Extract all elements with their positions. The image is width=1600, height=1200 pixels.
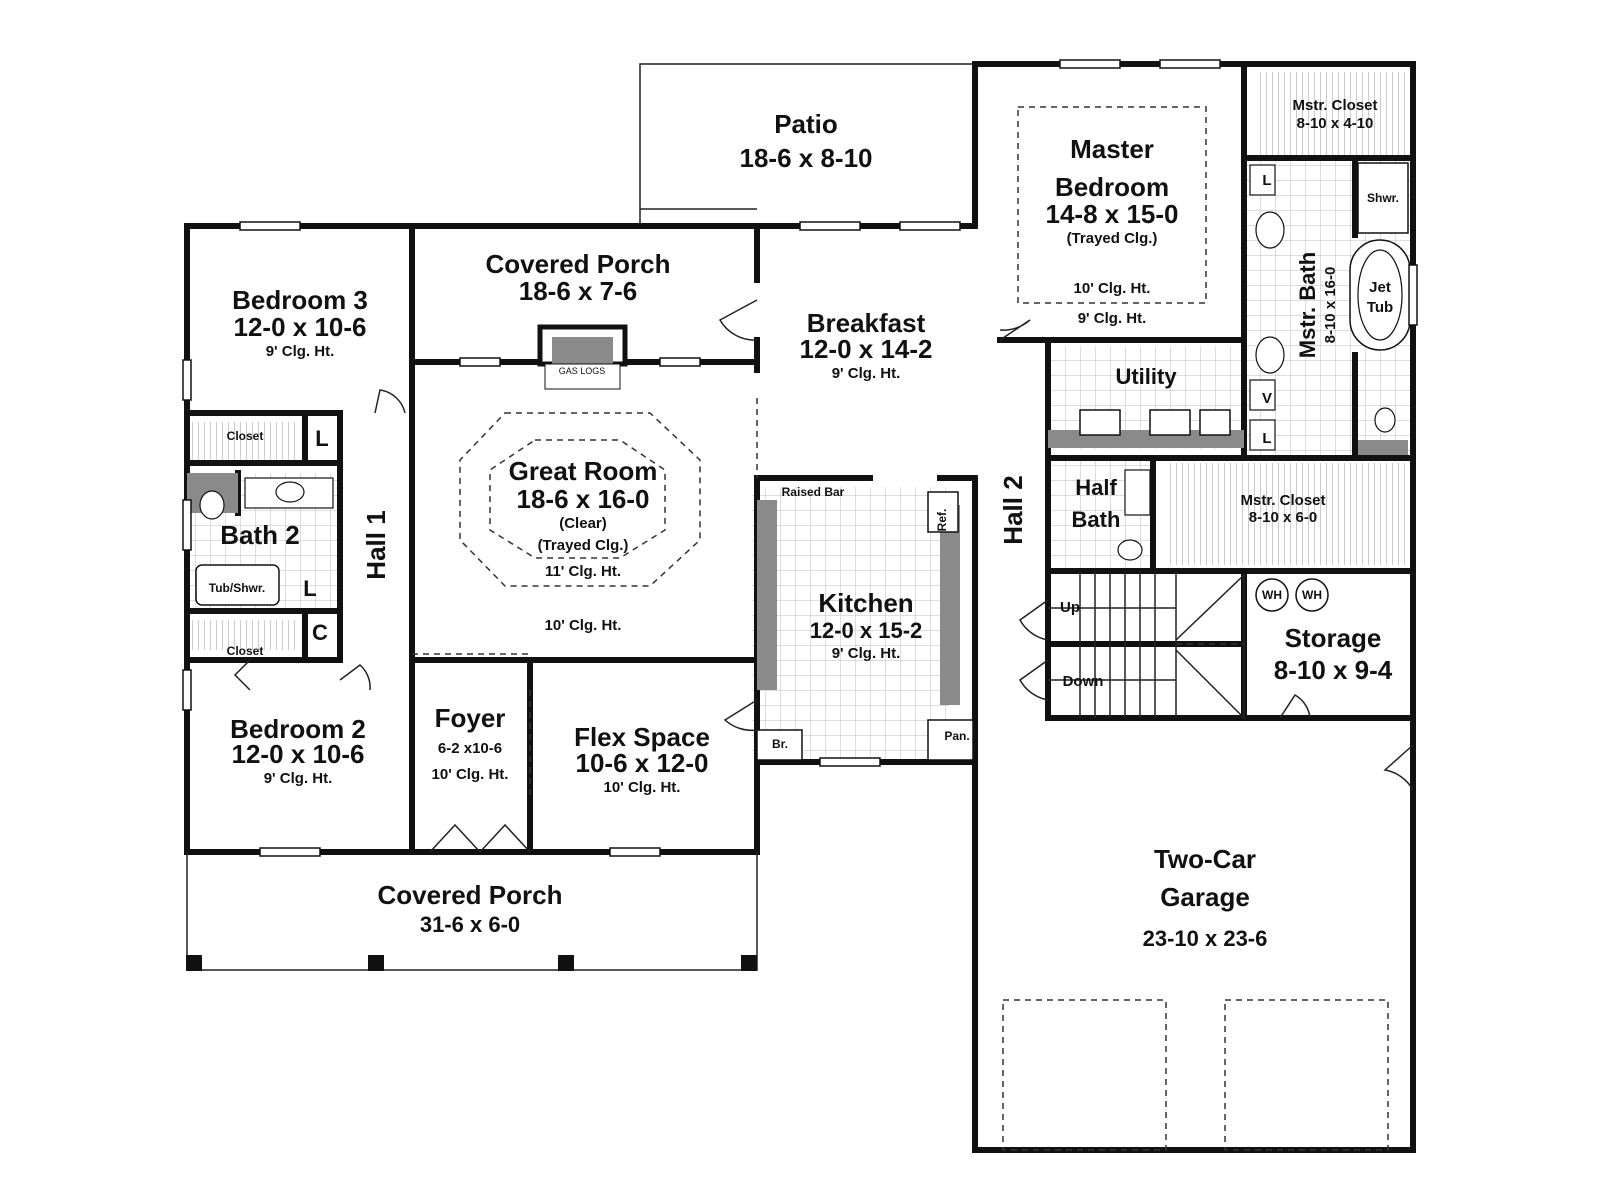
bedroom2-name: Bedroom 2: [230, 714, 366, 744]
master-bath-vanity: V: [1262, 390, 1272, 407]
half-bath-line1: Half: [1075, 475, 1117, 500]
utility-appliances: [1048, 409, 1244, 448]
water-heaters: [1255, 578, 1329, 612]
garage-doors: [1002, 999, 1389, 1151]
water-heater-2-label: WH: [1302, 588, 1322, 602]
master-bath-name: Mstr. Bath: [1295, 252, 1320, 358]
great-room-tray-ceiling: 11' Clg. Ht.: [545, 563, 621, 580]
patio-size: 18-6 x 8-10: [740, 143, 873, 173]
jet-tub-line1: Jet: [1369, 279, 1391, 296]
garage-size: 23-10 x 23-6: [1143, 926, 1268, 951]
master-bedroom-size: 14-8 x 15-0: [1046, 199, 1179, 229]
master-bedroom-name-2: Bedroom: [1055, 172, 1169, 202]
master-bath-fixtures: [1249, 162, 1411, 455]
closet-upper-label: Closet: [227, 429, 264, 443]
refrigerator-label: Ref.: [935, 509, 949, 532]
master-bedroom-trayed: (Trayed Clg.): [1067, 230, 1158, 247]
master-closet-mid-size: 8-10 x 6-0: [1249, 509, 1317, 526]
water-heater-1-label: WH: [1262, 588, 1282, 602]
kitchen-floor: [752, 487, 949, 759]
kitchen-counters: [756, 491, 974, 761]
stairs-down-label: Down: [1063, 673, 1104, 690]
foyer-name: Foyer: [435, 703, 506, 733]
great-room-tray-inner: [489, 439, 666, 559]
pantry-label: Pan.: [944, 729, 969, 743]
breakfast-size: 12-0 x 14-2: [800, 334, 933, 364]
breakfast-name: Breakfast: [807, 308, 926, 338]
broom-closet-label: Br.: [772, 737, 788, 751]
great-room-size: 18-6 x 16-0: [517, 484, 650, 514]
linen-upper-label: L: [315, 426, 328, 451]
foyer-size: 6-2 x10-6: [438, 740, 502, 757]
bedroom3-size: 12-0 x 10-6: [234, 312, 367, 342]
closet-lower-shelving: [190, 620, 300, 650]
closet-upper-shelving: [190, 422, 300, 462]
half-bath-line2: Bath: [1072, 507, 1121, 532]
storage-name: Storage: [1285, 623, 1382, 653]
front-porch-size: 31-6 x 6-0: [420, 912, 520, 937]
master-bedroom-tray-ceiling: 10' Clg. Ht.: [1074, 280, 1151, 297]
bedroom3-name: Bedroom 3: [232, 285, 368, 315]
great-room-trayed: (Trayed Clg.): [538, 537, 629, 554]
master-bath-linen-top: L: [1262, 172, 1271, 189]
foyer-ceiling: 10' Clg. Ht.: [432, 766, 509, 783]
hall2-label: Hall 2: [998, 475, 1028, 544]
stairs: [1048, 571, 1245, 720]
kitchen-ceiling: 9' Clg. Ht.: [832, 645, 901, 662]
great-room-ceiling: 10' Clg. Ht.: [545, 617, 622, 634]
patio-name: Patio: [774, 109, 838, 139]
linen-lower-label: L: [303, 576, 316, 601]
fireplace: GAS LOGS: [537, 324, 628, 390]
bedroom2-ceiling: 9' Clg. Ht.: [264, 770, 333, 787]
great-room-name: Great Room: [509, 456, 658, 486]
hall1-label: Hall 1: [361, 510, 391, 579]
utility-label: Utility: [1115, 364, 1177, 389]
rear-porch-size: 18-6 x 7-6: [519, 276, 638, 306]
master-bedroom-name-1: Master: [1070, 134, 1154, 164]
garage-name-2: Garage: [1160, 882, 1250, 912]
kitchen-size: 12-0 x 15-2: [810, 618, 923, 643]
flex-space-name: Flex Space: [574, 722, 710, 752]
gas-logs-label: GAS LOGS: [559, 366, 606, 376]
flex-space-ceiling: 10' Clg. Ht.: [604, 779, 681, 796]
bath2-name: Bath 2: [220, 520, 299, 550]
great-room-tray: [459, 412, 701, 587]
master-closet-mid-name: Mstr. Closet: [1240, 492, 1325, 509]
front-porch-name: Covered Porch: [378, 880, 563, 910]
bedroom2-size: 12-0 x 10-6: [232, 739, 365, 769]
master-closet-top-shelving: [1257, 72, 1412, 158]
bedroom3-ceiling: 9' Clg. Ht.: [266, 343, 335, 360]
master-bath-linen-bottom: L: [1262, 430, 1271, 447]
garage-name-1: Two-Car: [1154, 844, 1256, 874]
shower-label: Shwr.: [1367, 191, 1399, 205]
master-closet-top-size: 8-10 x 4-10: [1297, 115, 1374, 132]
master-closet-top-name: Mstr. Closet: [1292, 97, 1377, 114]
storage-size: 8-10 x 9-4: [1274, 655, 1393, 685]
coat-closet-label: C: [312, 620, 328, 645]
master-tray: [1017, 106, 1207, 304]
master-bath-size: 8-10 x 16-0: [1322, 267, 1339, 344]
patio-outline: [639, 63, 975, 228]
rear-porch-name: Covered Porch: [486, 249, 671, 279]
door-swings: [233, 299, 1414, 853]
kitchen-name: Kitchen: [818, 588, 913, 618]
great-room-clear: (Clear): [559, 515, 607, 532]
master-bedroom-ceiling: 9' Clg. Ht.: [1078, 310, 1147, 327]
stairs-up-label: Up: [1060, 599, 1080, 616]
closet-lower-label: Closet: [227, 644, 264, 658]
breakfast-ceiling: 9' Clg. Ht.: [832, 365, 901, 382]
master-closet-mid-shelving: [1165, 463, 1412, 565]
windows: [182, 59, 1418, 857]
half-bath-fixtures: [1117, 469, 1151, 561]
jet-tub-line2: Tub: [1367, 299, 1393, 316]
raised-bar-label: Raised Bar: [782, 485, 845, 499]
front-porch: [186, 852, 758, 971]
bath2-fixtures: [187, 473, 334, 606]
flex-space-size: 10-6 x 12-0: [576, 748, 709, 778]
bath2-tub-label: Tub/Shwr.: [209, 581, 265, 595]
